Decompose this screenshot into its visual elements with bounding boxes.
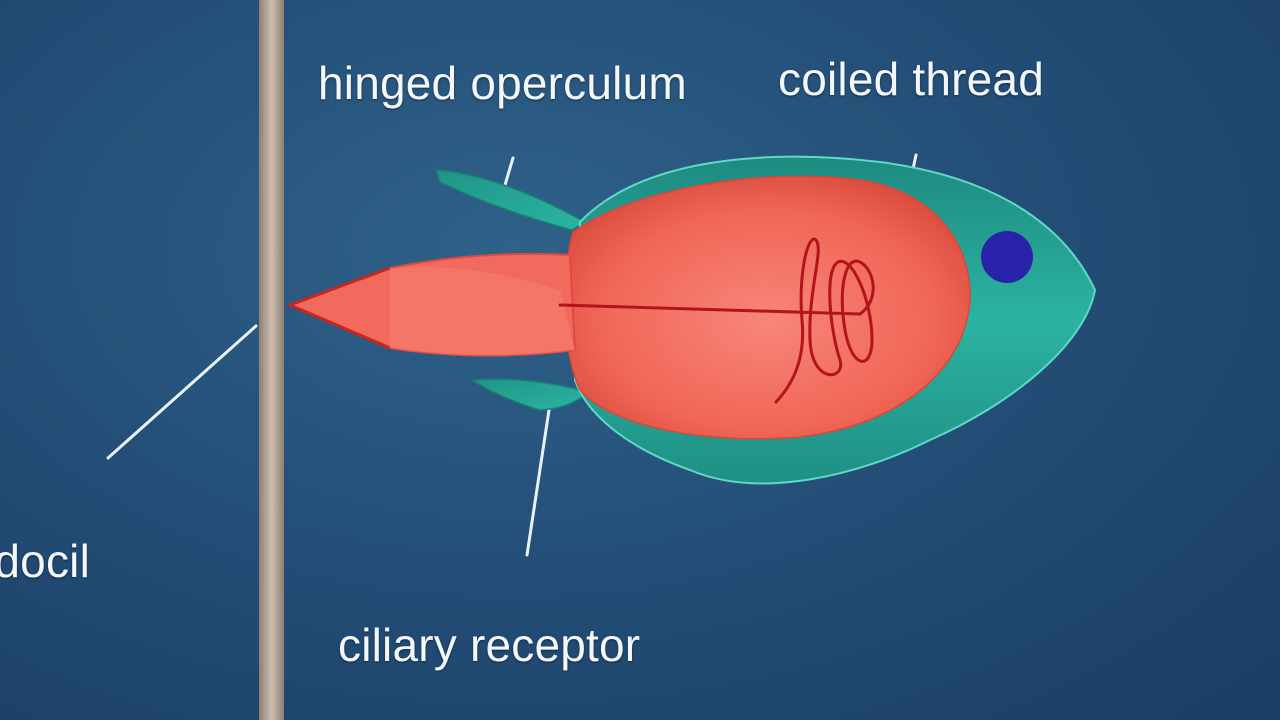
receptor-pointer — [525, 408, 551, 557]
nucleus — [981, 231, 1033, 283]
label-cnidocil-text: cnidocil — [0, 538, 90, 584]
cnidocil-pointer — [106, 324, 258, 460]
label-ciliary-receptor: ciliary receptor — [338, 619, 641, 671]
cell-membrane — [259, 0, 284, 720]
operculum-shade — [390, 266, 575, 356]
coiled-thread — [558, 237, 875, 404]
operculum-pointer — [503, 156, 515, 187]
label-cnidocil: cnidocil — [0, 538, 90, 584]
ciliary-cone-lower — [469, 378, 590, 411]
label-hinged-operculum: hinged operculum — [318, 57, 687, 109]
ciliary-cone-upper — [434, 169, 587, 231]
operculum-tip — [285, 266, 391, 350]
capsule-inner — [563, 175, 971, 440]
label-coiled-thread: coiled thread — [778, 53, 1044, 105]
